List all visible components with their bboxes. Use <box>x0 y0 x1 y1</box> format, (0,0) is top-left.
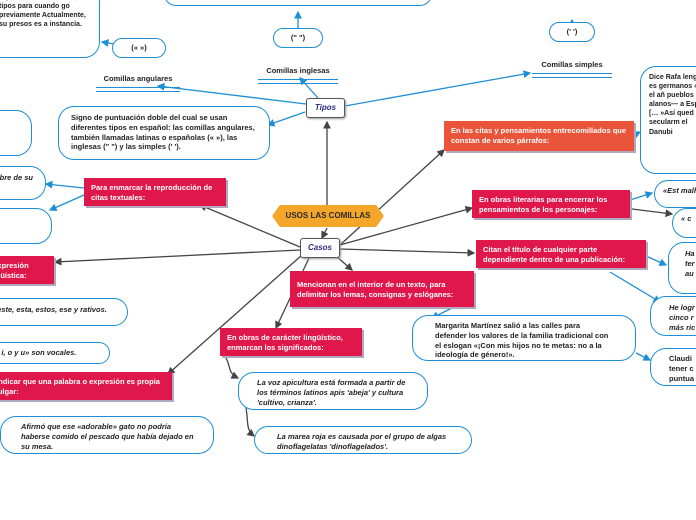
top-center-node <box>164 0 432 6</box>
lemas-ej2-node: Claudi tener c puntua <box>650 348 696 386</box>
expresion-ej1-node: «este, esta, estos, ese y rativos. <box>0 298 128 326</box>
top-left-text-node: …primeras de un texto, tipos para cuando… <box>0 0 100 58</box>
inglesas-symbol: (" ") <box>273 28 323 48</box>
expresion-node[interactable]: a expresión lingüística: <box>0 256 54 284</box>
left-partial-node-1 <box>0 110 32 156</box>
citas-ejemplo-node: Dice Rafa lengua es germanos «En el añ p… <box>640 66 696 174</box>
comillas-simples-title: Comillas simples <box>532 60 612 78</box>
textuales-ejemplo-node: bre de su <box>0 166 46 200</box>
definicion-node: Signo de puntuación doble del cual se us… <box>58 106 270 160</box>
titulo-ej1-node: Ha tit ter ob au <box>668 242 696 294</box>
linguistico-ej2-node: La marea roja es causada por el grupo de… <box>254 426 472 454</box>
comillas-inglesas-title: Comillas inglesas <box>258 66 338 84</box>
central-topic[interactable]: USOS LAS COMILLAS <box>272 205 384 227</box>
left-partial-node-2 <box>0 208 52 244</box>
lemas-node[interactable]: Mencionan en el interior de un texto, pa… <box>290 271 474 307</box>
expresion-ej2-node: e, i, o y u» son vocales. <box>0 342 110 364</box>
impropia-node[interactable]: ra indicar que una palabra o expresión e… <box>0 372 172 400</box>
lemas-ejemplo-node: Margarita Martínez salió a las calles pa… <box>412 315 636 361</box>
comillas-angulares-title: Comillas angulares <box>96 74 180 92</box>
linguistico-node[interactable]: En obras de carácter lingüístico, enmarc… <box>220 328 362 356</box>
angulares-symbol: (« ») <box>112 38 166 58</box>
linguistico-ej1-node: La voz apicultura está formada a partir … <box>238 372 428 410</box>
titulo-node[interactable]: Citan el título de cualquier parte depen… <box>476 240 646 268</box>
literarias-ej1-node: «Est malh <box>654 180 696 208</box>
literarias-node[interactable]: En obras literarias para encerrar los pe… <box>472 190 630 218</box>
titulo-ej2-node: He logr cinco r más ric <box>650 296 696 336</box>
impropia-ejemplo-node: Afirmó que ese «adorable» gato no podría… <box>0 416 214 454</box>
simples-symbol: (' ') <box>549 22 595 42</box>
casos-node[interactable]: Casos <box>300 238 340 258</box>
citas-node[interactable]: En las citas y pensamientos entrecomilla… <box>444 121 634 151</box>
literarias-ej2-node: « c <box>672 208 696 238</box>
tipos-node[interactable]: Tipos <box>306 98 345 118</box>
textuales-node[interactable]: Para enmarcar la reproducción de citas t… <box>84 178 226 206</box>
